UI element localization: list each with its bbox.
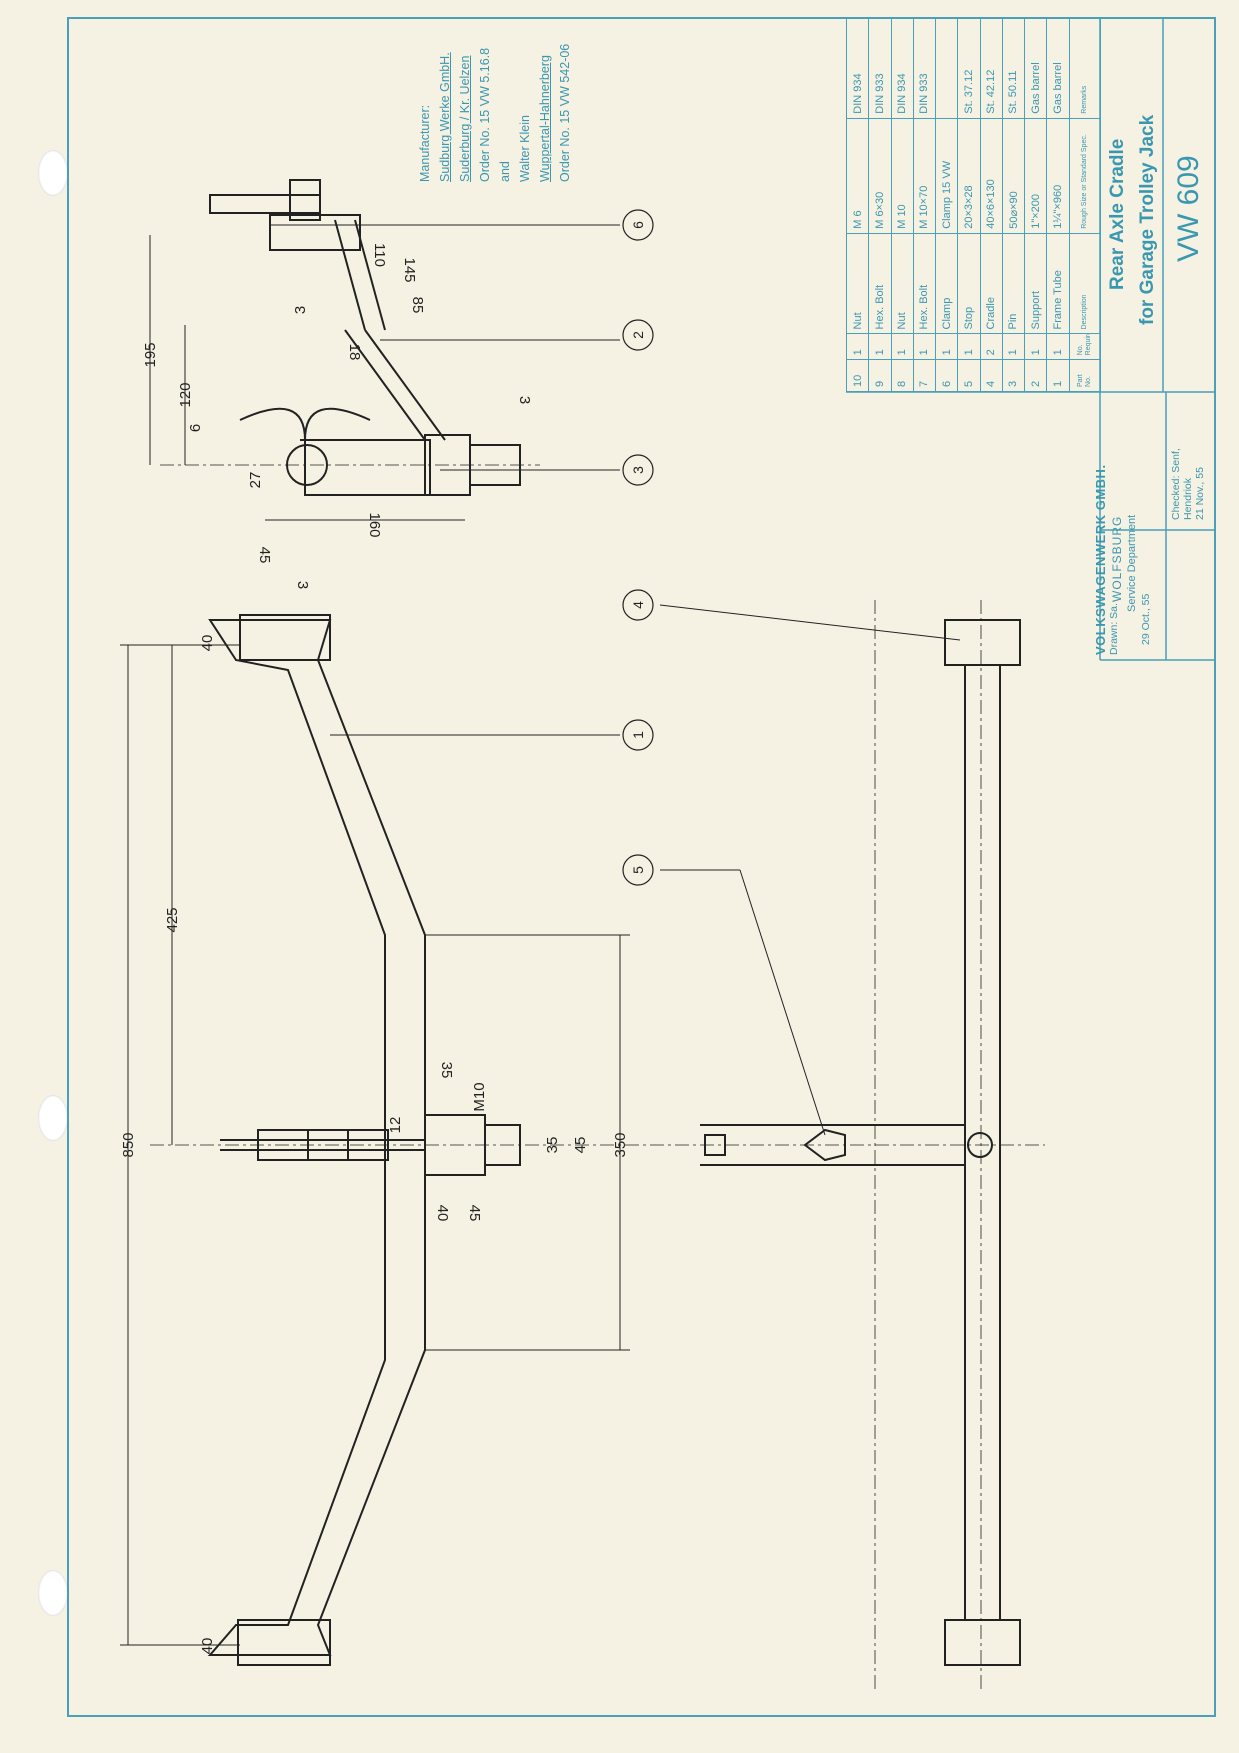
checked-label: Checked: Senf, [1170,448,1182,520]
mfr-line: Suderburg / Kr. Uelzen [458,55,472,182]
drawn-date: 29 Oct., 55 [1140,593,1152,645]
mfr-line: Order No. 15 VW 542-06 [558,43,572,182]
drawing-title-1: Rear Axle Cradle [1107,138,1128,290]
mfr-line: and [498,161,512,182]
dim-145: 145 [401,257,418,282]
callout-5: 5 [630,866,646,874]
callout-2-circle [622,319,654,351]
drawing-title-2: for Garage Trolley Jack [1137,114,1158,325]
manufacturer-notes: Manufacturer: Sudburg Werke GmbH. Suderb… [415,44,575,182]
mfr-line: Sudburg Werke GmbH. [438,52,452,182]
dim-40-bottom: 40 [199,1638,216,1655]
callout-6-circle [622,209,654,241]
dim-40-top: 40 [199,635,216,652]
dim-45-cradle: 45 [256,547,273,564]
callout-4-circle [622,589,654,621]
dim-3-cradle: 3 [294,581,311,589]
cradle-top [239,614,331,661]
callout-6: 6 [630,221,646,229]
dim-40-pin: 40 [434,1205,451,1222]
drawn-label: Drawn: Sa. [1108,603,1120,655]
dim-18: 18 [346,344,363,361]
dim-350: 350 [612,1132,629,1157]
callout-2: 2 [630,331,646,339]
dim-425: 425 [164,907,181,932]
frame-tube-outline [207,619,426,1656]
dim-110: 110 [371,243,388,267]
checked-block: Checked: Senf, Hendriok 21 Nov., 55 [1170,448,1206,520]
company-city: WOLFSBURG [1110,515,1124,602]
drawing-number: VW 609 [1172,155,1205,262]
dim-85: 85 [409,297,426,314]
dim-6: 6 [187,424,204,432]
department: Service Department [1126,514,1138,612]
punch-hole [38,150,68,196]
dim-160: 160 [366,512,383,537]
mfr-line: Manufacturer: [418,104,432,182]
dim-850: 850 [120,1132,137,1157]
drawn-date-block: 29 Oct., 55 [1140,594,1152,645]
dim-35-top: 35 [438,1062,455,1079]
dim-m10: M10 [471,1082,488,1111]
mfr-line: Walter Klein [518,115,532,182]
dim-35-dia: 35 [544,1137,561,1154]
dim-3-pin: 3 [516,396,533,404]
callout-3-circle [622,454,654,486]
dim-27: 27 [247,472,264,489]
company-name: VOLKSWAGENWERK GMBH. [1093,464,1108,655]
dim-12: 12 [387,1117,404,1134]
checked-name: Hendriok [1182,477,1194,520]
dim-45-dia: 45 [572,1137,589,1154]
cradle-side-top [944,619,1021,666]
dim-120: 120 [177,382,194,407]
callout-3: 3 [630,466,646,474]
drawn-block: Drawn: Sa. [1108,603,1120,655]
dim-195: 195 [142,342,159,367]
punch-hole [38,1570,68,1616]
punch-hole [38,1095,68,1141]
cradle-bottom [237,1619,331,1666]
callout-5-circle [622,854,654,886]
callout-1-circle [622,719,654,751]
checked-date: 21 Nov., 55 [1194,467,1206,520]
cradle-side-bottom [944,1619,1021,1666]
callout-1: 1 [630,731,646,739]
mfr-line: Order No. 15 VW 5.16.8 [478,47,492,182]
dim-45-pin: 45 [466,1205,483,1222]
callout-4: 4 [630,601,646,609]
dim-3-support: 3 [292,306,309,314]
mfr-line: Wuppertal-Hahnerberg [538,55,552,182]
sheet-border [67,17,1216,1717]
